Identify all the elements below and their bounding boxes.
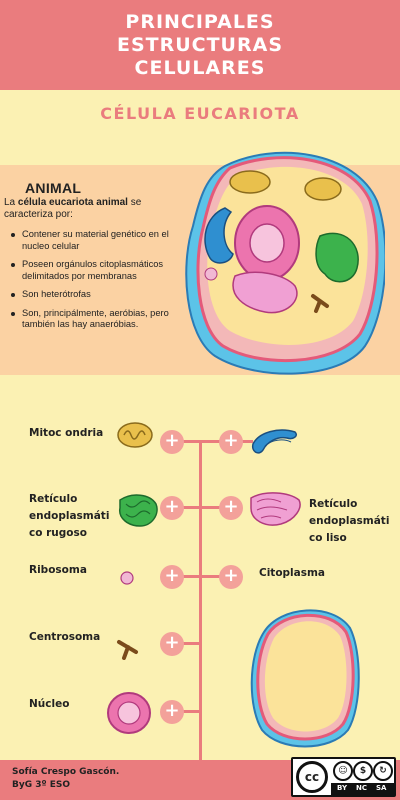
animal-cell-illustration (185, 151, 385, 375)
plus-icon[interactable]: + (219, 565, 243, 589)
label-mitocondria: Mitoc ondria (29, 427, 104, 439)
cc-license-badge[interactable]: cc ☺ $ ↻ BY NC SA (291, 757, 396, 797)
citoplasma-icon (250, 609, 360, 748)
license-sa: SA (376, 784, 387, 792)
timeline-branch (172, 575, 232, 578)
author-name: Sofía Crespo Gascón. (12, 767, 120, 777)
author-credit: Sofía Crespo Gascón. ByG 3º ESO (12, 766, 119, 792)
label-citoplasma: Citoplasma (259, 567, 326, 579)
header-banner: PRINCIPALES ESTRUCTURAS CELULARES (0, 0, 400, 90)
animal-characteristics-list: Contener su material genético en el nucl… (8, 229, 186, 338)
ribosoma-icon (120, 571, 134, 585)
plus-icon[interactable]: + (160, 496, 184, 520)
animal-title: ANIMAL (25, 180, 82, 196)
label-reticulo-liso: Retículo endoplasmáti co liso (309, 498, 390, 544)
list-item: Son heterótrofas (8, 289, 186, 301)
nucleo-icon (107, 692, 151, 734)
animal-intro: La célula eucariota animal se caracteriz… (4, 197, 142, 220)
reticulo-liso-icon (250, 492, 301, 526)
timeline-axis (199, 440, 202, 765)
label-nucleo: Núcleo (29, 698, 70, 710)
timeline-branch (172, 506, 232, 509)
license-strip (331, 783, 394, 795)
label-centrosoma: Centrosoma (29, 631, 101, 643)
reticulo-rugoso-icon (119, 494, 158, 527)
plus-icon[interactable]: + (160, 632, 184, 656)
cc-icon: cc (296, 761, 328, 793)
timeline-branch (183, 440, 253, 443)
list-item: Contener su material genético en el nucl… (8, 229, 186, 252)
plus-icon[interactable]: + (160, 565, 184, 589)
list-item: Poseen orgánulos citoplasmáticos delimit… (8, 259, 186, 282)
label-reticulo-rugoso: Retículo endoplasmáti co rugoso (29, 493, 110, 539)
nc-dollar-icon: $ (353, 761, 373, 781)
timeline-branch (172, 710, 202, 713)
golgi-blue-icon (251, 429, 298, 454)
plus-icon[interactable]: + (219, 430, 243, 454)
list-item: Son, principálmente, aeróbias, pero tamb… (8, 308, 186, 331)
section-subtitle: CÉLULA EUCARIOTA (100, 104, 300, 123)
plus-icon[interactable]: + (160, 700, 184, 724)
timeline-branch (172, 642, 202, 645)
centrosoma-icon (117, 640, 138, 660)
sa-share-icon: ↻ (373, 761, 393, 781)
license-by: BY (337, 784, 348, 792)
license-nc: NC (356, 784, 367, 792)
course-label: ByG 3º ESO (12, 780, 70, 790)
label-ribosoma: Ribosoma (29, 564, 87, 576)
plus-icon[interactable]: + (160, 430, 184, 454)
page-title: PRINCIPALES ESTRUCTURAS CELULARES (116, 10, 284, 79)
by-person-icon: ☺ (333, 761, 353, 781)
mitocondria-icon (117, 422, 153, 448)
plus-icon[interactable]: + (219, 496, 243, 520)
